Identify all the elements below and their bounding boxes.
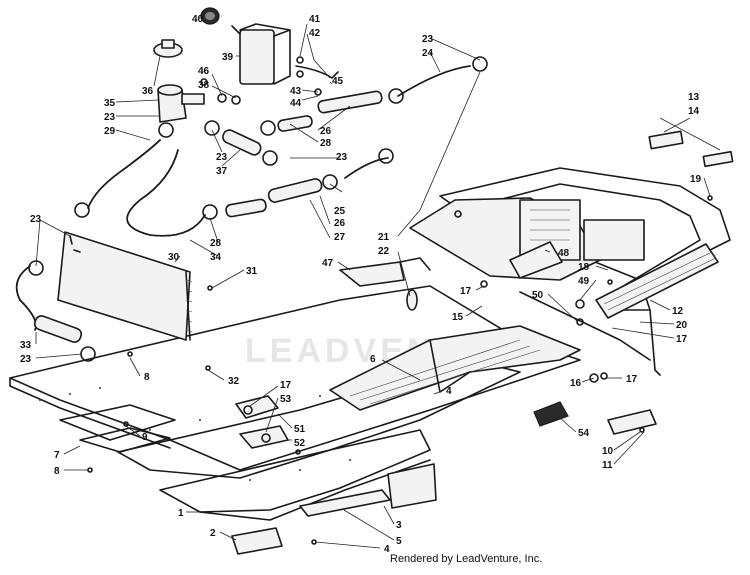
callout-40: 40 xyxy=(192,14,204,25)
pressure-cap xyxy=(153,39,183,58)
callout-15: 15 xyxy=(452,312,464,323)
tank-cap xyxy=(200,7,220,25)
callout-2: 2 xyxy=(210,528,216,539)
callout-23-b: 23 xyxy=(216,152,228,163)
callout-4: 4 xyxy=(446,386,452,397)
filler-neck xyxy=(157,84,205,123)
callout-39: 39 xyxy=(222,52,234,63)
callout-12: 12 xyxy=(672,306,684,317)
reflector-54 xyxy=(533,401,569,427)
callout-25: 25 xyxy=(334,206,346,217)
callout-8-b: 8 xyxy=(54,466,60,477)
callout-28: 28 xyxy=(320,138,332,149)
callout-5: 5 xyxy=(396,536,402,547)
callout-46: 46 xyxy=(198,66,210,77)
callout-23-d: 23 xyxy=(336,152,348,163)
callout-41: 41 xyxy=(309,14,321,25)
callout-22: 22 xyxy=(378,246,390,257)
callout-52: 52 xyxy=(294,438,306,449)
callout-49: 49 xyxy=(578,276,590,287)
callout-11: 11 xyxy=(602,460,613,471)
callout-34: 34 xyxy=(210,252,222,263)
callout-44: 44 xyxy=(290,98,302,109)
mud-flap-2 xyxy=(231,527,283,555)
callout-33: 33 xyxy=(20,340,32,351)
callout-17-d: 17 xyxy=(280,380,292,391)
callout-53: 53 xyxy=(280,394,292,405)
callout-17: 17 xyxy=(460,286,472,297)
callout-51: 51 xyxy=(294,424,306,435)
callout-29: 29 xyxy=(104,126,116,137)
callout-35: 35 xyxy=(104,98,116,109)
callout-54: 54 xyxy=(578,428,590,439)
callout-3: 3 xyxy=(396,520,402,531)
render-credit: Rendered by LeadVenture, Inc. xyxy=(390,553,543,565)
callout-16: 16 xyxy=(570,378,582,389)
callout-23: 23 xyxy=(104,112,116,123)
fittings xyxy=(200,56,339,105)
callout-19: 19 xyxy=(690,174,702,185)
callout-26-b: 26 xyxy=(334,218,346,229)
callout-27: 27 xyxy=(334,232,346,243)
callout-30: 30 xyxy=(168,252,180,263)
callout-17-b: 17 xyxy=(676,334,688,345)
callout-4-b: 4 xyxy=(384,544,390,555)
callout-8: 8 xyxy=(144,372,150,383)
callout-18: 18 xyxy=(578,262,590,273)
callout-20: 20 xyxy=(676,320,688,331)
callout-48: 48 xyxy=(558,248,570,259)
decal-13 xyxy=(648,130,684,150)
support-bracket-47 xyxy=(339,257,431,287)
leader-lines xyxy=(35,17,721,549)
callout-23-e: 23 xyxy=(30,214,42,225)
callout-36: 36 xyxy=(142,86,154,97)
snow-flap-48 xyxy=(509,241,563,279)
coolant-hoses xyxy=(15,65,471,343)
callout-labels: 40 41 42 39 36 46 38 43 44 45 35 23 29 2… xyxy=(20,14,702,555)
plate-10 xyxy=(607,409,657,435)
callout-26: 26 xyxy=(320,126,332,137)
callout-32: 32 xyxy=(228,376,240,387)
callout-13: 13 xyxy=(688,92,700,103)
callout-17-c: 17 xyxy=(626,374,638,385)
callout-28-b: 28 xyxy=(210,238,222,249)
callout-7: 7 xyxy=(54,450,60,461)
callout-31: 31 xyxy=(246,266,258,277)
callout-6: 6 xyxy=(370,354,376,365)
brackets-51-53 xyxy=(235,395,289,449)
callout-21: 21 xyxy=(378,232,390,243)
callout-23-c: 23 xyxy=(422,34,434,45)
callout-23-g: 23 xyxy=(20,354,32,365)
expansion-tank xyxy=(231,23,291,85)
skid-plate-3 xyxy=(299,463,437,517)
callout-37: 37 xyxy=(216,166,228,177)
hose-clamps xyxy=(28,56,488,362)
callout-43: 43 xyxy=(290,86,302,97)
callout-14: 14 xyxy=(688,106,700,117)
callout-38: 38 xyxy=(198,80,210,91)
callout-47: 47 xyxy=(322,258,334,269)
callout-9: 9 xyxy=(142,432,148,443)
callout-42: 42 xyxy=(309,28,321,39)
callout-10: 10 xyxy=(602,446,614,457)
callout-45: 45 xyxy=(332,76,344,87)
belly-pan xyxy=(9,285,581,521)
fasteners xyxy=(87,195,713,545)
callout-50: 50 xyxy=(532,290,544,301)
decal-14 xyxy=(702,150,734,168)
callout-24: 24 xyxy=(422,48,434,59)
heat-exchanger xyxy=(57,231,193,341)
callout-1: 1 xyxy=(178,508,184,519)
